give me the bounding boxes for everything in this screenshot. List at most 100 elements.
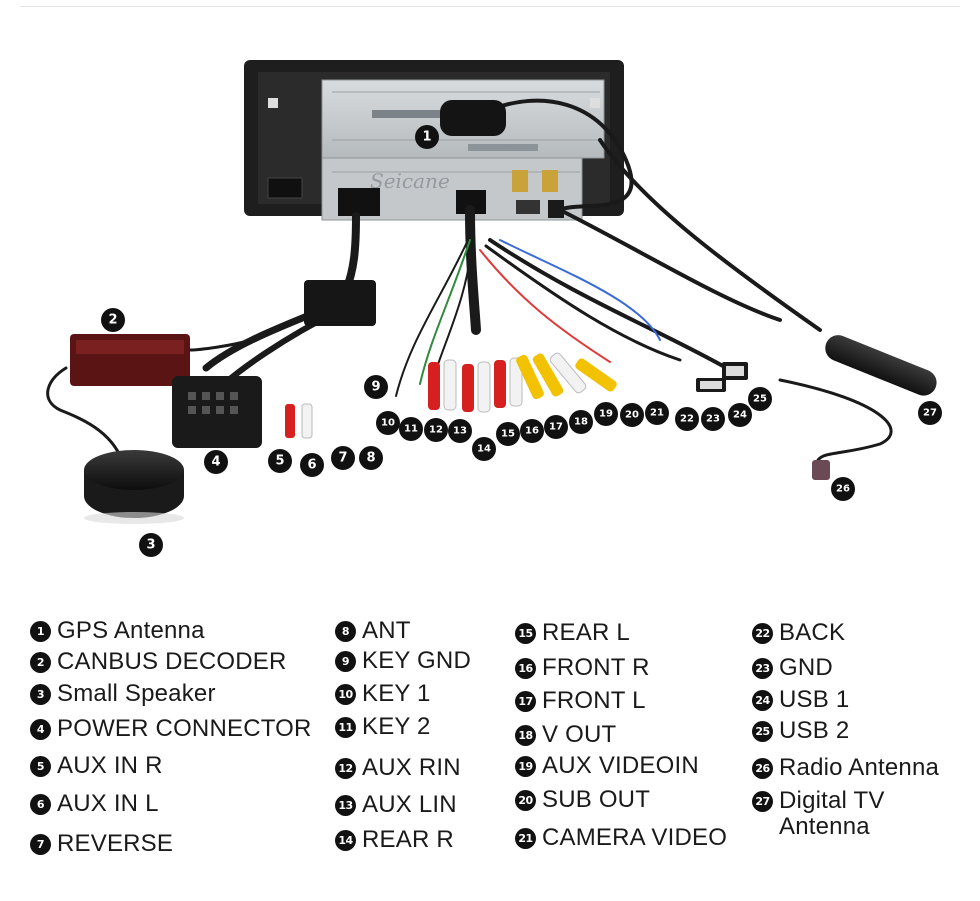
top-divider xyxy=(20,6,960,7)
badge-6: 6 xyxy=(300,453,324,477)
badge-15: 15 xyxy=(496,422,520,446)
legend-item-25: 25 USB 2 xyxy=(752,718,849,744)
badge-22: 22 xyxy=(675,407,699,431)
badge-3: 3 xyxy=(139,533,163,557)
legend-item-7: 7 REVERSE xyxy=(30,831,173,857)
badge-18: 18 xyxy=(569,410,593,434)
legend-label: Small Speaker xyxy=(57,680,216,707)
badge-13: 13 xyxy=(448,419,472,443)
legend-number: 13 xyxy=(335,795,356,816)
badge-11: 11 xyxy=(399,417,423,441)
badge-14: 14 xyxy=(472,437,496,461)
badge-12: 12 xyxy=(424,418,448,442)
brand-watermark: Seicane xyxy=(370,169,450,193)
legend-item-4: 4 POWER CONNECTOR xyxy=(30,716,312,742)
badge-1: 1 xyxy=(415,125,439,149)
legend-label: KEY 1 xyxy=(362,680,431,707)
legend-number: 9 xyxy=(335,651,356,672)
legend-label: AUX LIN xyxy=(362,791,457,818)
legend-number: 26 xyxy=(752,758,773,779)
wiring-diagram: Seicane xyxy=(46,60,942,557)
legend-label: REAR R xyxy=(362,826,454,853)
legend-item-9: 9 KEY GND xyxy=(335,648,471,674)
badge-19: 19 xyxy=(594,402,618,426)
legend-item-24: 24 USB 1 xyxy=(752,687,849,713)
legend-item-17: 17 FRONT L xyxy=(515,688,646,714)
legend-item-21: 21 CAMERA VIDEO xyxy=(515,825,727,851)
cables xyxy=(46,138,893,466)
legend-item-3: 3 Small Speaker xyxy=(30,681,216,707)
badge-27: 27 xyxy=(918,401,942,425)
svg-text:15: 15 xyxy=(501,429,515,440)
legend-number: 1 xyxy=(30,621,51,642)
svg-text:13: 13 xyxy=(453,426,467,437)
legend-number: 24 xyxy=(752,690,773,711)
legend-number: 18 xyxy=(515,725,536,746)
badge-17: 17 xyxy=(544,415,568,439)
svg-text:12: 12 xyxy=(429,425,443,436)
legend-number: 27 xyxy=(752,791,773,812)
digital-tv-antenna xyxy=(825,335,937,396)
legend-label: REVERSE xyxy=(57,830,174,857)
legend-label: CANBUS DECODER xyxy=(57,648,287,675)
legend-label: FRONT R xyxy=(542,654,650,681)
legend-label: USB 1 xyxy=(779,686,850,713)
svg-text:2: 2 xyxy=(108,313,117,328)
legend-label: V OUT xyxy=(542,721,617,748)
svg-text:1: 1 xyxy=(422,130,431,145)
svg-text:19: 19 xyxy=(599,409,613,420)
legend-item-5: 5 AUX IN R xyxy=(30,753,163,779)
legend-number: 10 xyxy=(335,684,356,705)
svg-text:18: 18 xyxy=(574,417,588,428)
badge-24: 24 xyxy=(728,403,752,427)
svg-text:23: 23 xyxy=(706,414,720,425)
svg-text:3: 3 xyxy=(146,538,155,553)
legend-number: 16 xyxy=(515,658,536,679)
legend-item-11: 11 KEY 2 xyxy=(335,714,431,740)
legend-label: Radio Antenna xyxy=(779,754,940,781)
canbus-decoder xyxy=(70,334,190,386)
gps-antenna xyxy=(440,98,634,212)
legend-label: FRONT L xyxy=(542,687,646,714)
svg-text:11: 11 xyxy=(404,424,418,435)
legend-number: 14 xyxy=(335,830,356,851)
legend-label: SUB OUT xyxy=(542,786,651,813)
svg-text:22: 22 xyxy=(680,414,694,425)
legend-label: GPS Antenna xyxy=(57,617,205,644)
svg-text:25: 25 xyxy=(753,394,767,405)
legend-number: 17 xyxy=(515,691,536,712)
legend-label: KEY 2 xyxy=(362,713,431,740)
badge-25: 25 xyxy=(748,387,772,411)
legend-item-8: 8 ANT xyxy=(335,618,411,644)
badge-4: 4 xyxy=(204,450,228,474)
svg-text:7: 7 xyxy=(338,451,347,466)
badge-20: 20 xyxy=(620,403,644,427)
legend-number: 21 xyxy=(515,828,536,849)
legend-item-10: 10 KEY 1 xyxy=(335,681,431,707)
radio-antenna-connector xyxy=(812,460,830,480)
legend-item-15: 15 REAR L xyxy=(515,620,630,646)
svg-text:20: 20 xyxy=(625,410,639,421)
legend-item-16: 16 FRONT R xyxy=(515,655,650,681)
badge-9: 9 xyxy=(364,375,388,399)
svg-text:8: 8 xyxy=(366,451,375,466)
legend-item-2: 2 CANBUS DECODER xyxy=(30,649,287,675)
legend-number: 25 xyxy=(752,721,773,742)
legend-label: Digital TV Antenna xyxy=(779,787,885,840)
svg-text:24: 24 xyxy=(733,410,747,421)
svg-text:4: 4 xyxy=(211,455,220,470)
badge-7: 7 xyxy=(331,446,355,470)
legend-number: 20 xyxy=(515,790,536,811)
badge-16: 16 xyxy=(520,419,544,443)
legend-number: 3 xyxy=(30,684,51,705)
rca-plugs xyxy=(285,352,617,439)
svg-text:6: 6 xyxy=(307,458,316,473)
legend-label: KEY GND xyxy=(362,647,471,674)
svg-text:26: 26 xyxy=(836,484,850,495)
svg-text:17: 17 xyxy=(549,422,563,433)
legend-number: 12 xyxy=(335,758,356,779)
legend-number: 7 xyxy=(30,834,51,855)
diagram-badges: 1 2 3 4 5 6 7 8 9 10 11 12 13 14 15 16 1… xyxy=(101,125,942,557)
legend-item-20: 20 SUB OUT xyxy=(515,787,650,813)
legend-item-6: 6 AUX IN L xyxy=(30,791,159,817)
